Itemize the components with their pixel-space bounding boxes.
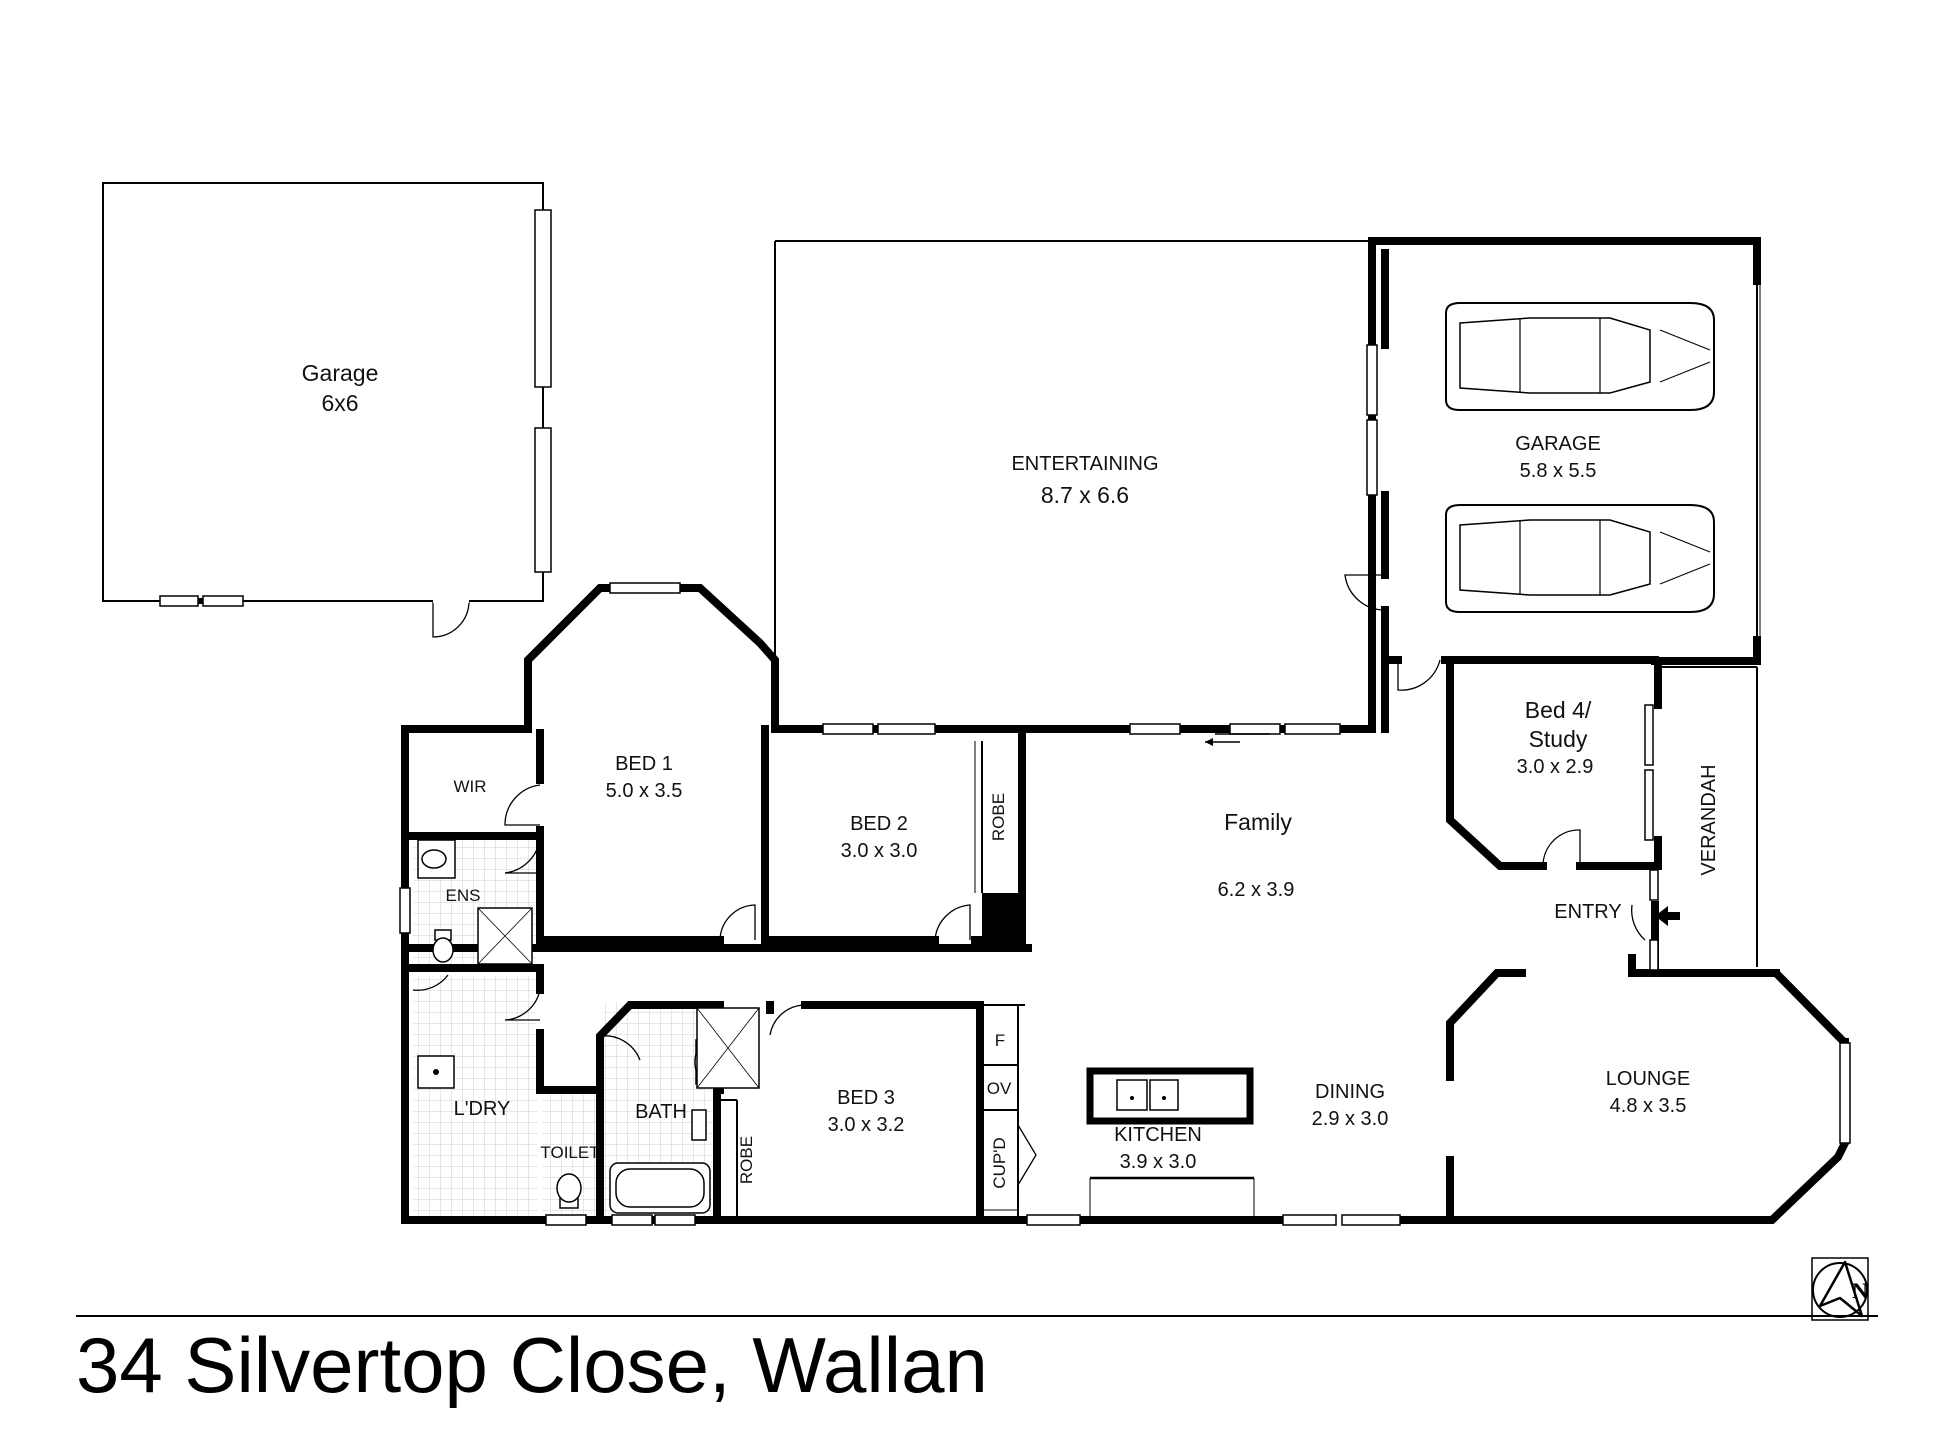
garage-name: GARAGE — [1515, 433, 1601, 455]
page-title: 34 Silvertop Close, Wallan — [76, 1321, 988, 1409]
fridge-label: F — [995, 1031, 1005, 1050]
north-arrow-icon: N — [1811, 1257, 1869, 1321]
compass-letter: N — [1852, 1278, 1868, 1303]
ens-label: ENS — [446, 886, 481, 905]
toilet-label: TOILET — [540, 1143, 599, 1162]
entertaining-name: ENTERTAINING — [1011, 453, 1158, 475]
bed1-size: 5.0 x 3.5 — [606, 780, 683, 802]
fixtures — [417, 839, 1680, 1220]
family-name: Family — [1224, 809, 1292, 835]
car-icon-top — [1445, 302, 1715, 411]
family-size: 6.2 x 3.9 — [1218, 879, 1295, 901]
bed2-name: BED 2 — [850, 813, 908, 835]
robe-bed2-label: ROBE — [989, 793, 1008, 841]
wir-label: WIR — [453, 777, 486, 796]
car-icon-bottom — [1445, 504, 1715, 613]
bed1-name: BED 1 — [615, 753, 673, 775]
bed4-size: 3.0 x 2.9 — [1517, 756, 1594, 778]
bath-label: BATH — [635, 1101, 687, 1123]
bed4-name-line1: Bed 4/ — [1525, 697, 1592, 723]
doors — [412, 574, 1646, 1186]
dining-name: DINING — [1315, 1081, 1385, 1103]
robe-bed3-label: ROBE — [737, 1136, 756, 1184]
lounge-name: LOUNGE — [1606, 1068, 1690, 1090]
cupboard-label: CUP'D — [990, 1137, 1009, 1188]
bed3-size: 3.0 x 3.2 — [828, 1114, 905, 1136]
entry-label: ENTRY — [1554, 901, 1621, 923]
oven-label: OV — [987, 1079, 1012, 1098]
bed3-name: BED 3 — [837, 1087, 895, 1109]
verandah-label: VERANDAH — [1698, 764, 1720, 875]
dining-size: 2.9 x 3.0 — [1312, 1108, 1389, 1130]
garage-size: 5.8 x 5.5 — [1520, 460, 1597, 482]
kitchen-name: KITCHEN — [1114, 1124, 1202, 1146]
laundry-label: L'DRY — [454, 1098, 511, 1120]
windows — [399, 281, 1851, 1226]
shed-outline — [102, 182, 552, 638]
kitchen-size: 3.9 x 3.0 — [1120, 1151, 1197, 1173]
shed-size: 6x6 — [321, 390, 358, 416]
lounge-size: 4.8 x 3.5 — [1610, 1095, 1687, 1117]
bed4-name-line2: Study — [1529, 726, 1588, 752]
bed2-size: 3.0 x 3.0 — [841, 840, 918, 862]
entertaining-size: 8.7 x 6.6 — [1041, 482, 1129, 508]
shed-name: Garage — [302, 360, 379, 386]
